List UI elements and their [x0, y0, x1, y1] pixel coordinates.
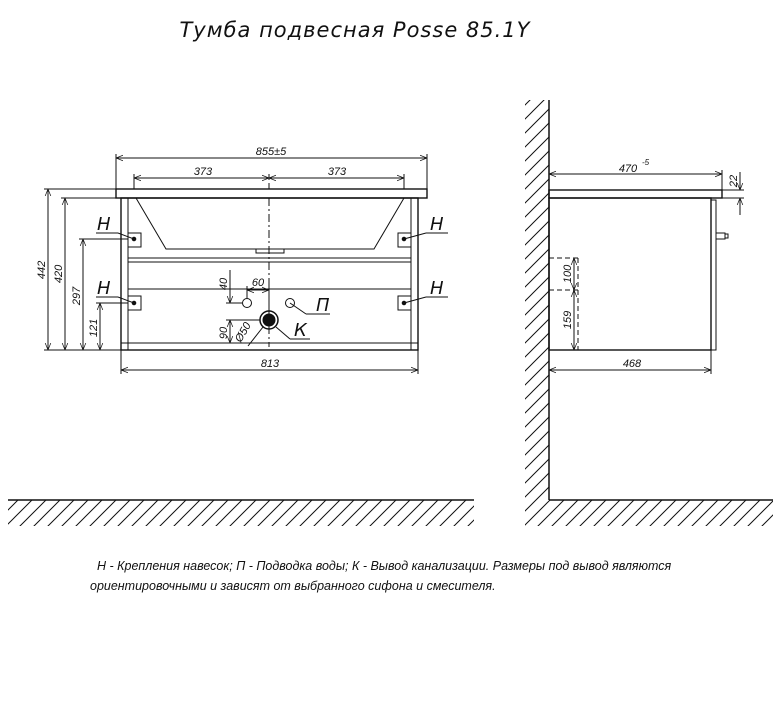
front-view — [44, 154, 448, 374]
label-k: К — [294, 320, 308, 341]
label-h-top-right: Н — [430, 214, 444, 235]
dim-height-total: 442 — [36, 261, 48, 279]
dim-height-297: 297 — [71, 286, 83, 306]
hanger-bracket-tr — [397, 232, 412, 248]
dim-159: 159 — [562, 311, 574, 329]
dim-pipe-40: 40 — [218, 277, 230, 290]
hanger-bracket-tl — [127, 232, 142, 248]
front-view-labels: 855±5 373 373 813 442 420 297 121 60 40 … — [36, 146, 444, 370]
dim-top-depth: 470 — [619, 163, 638, 175]
side-view-labels: 470 -5 22 100 159 468 — [562, 158, 740, 370]
basin-outline — [135, 197, 405, 250]
label-p: П — [316, 295, 330, 316]
floor-left — [8, 499, 474, 526]
water-inlet-left — [242, 298, 252, 308]
dim-height-body: 420 — [53, 264, 65, 283]
dim-height-121: 121 — [88, 319, 100, 337]
label-h-bottom-right: Н — [430, 278, 444, 299]
label-h-top-left: Н — [97, 214, 111, 235]
dim-overall-width: 855±5 — [256, 146, 287, 158]
countertop — [115, 188, 428, 199]
overflow-slot — [255, 248, 285, 254]
legend-note: Н - Крепления навесок; П - Подводка воды… — [90, 556, 750, 596]
legend-note-line-1: Н - Крепления навесок; П - Подводка воды… — [97, 559, 672, 573]
legend-note-line-2: ориентировочными и зависят от выбранного… — [90, 579, 496, 593]
side-handle — [715, 232, 726, 240]
label-h-bottom-left: Н — [97, 278, 111, 299]
hanger-bracket-br — [397, 295, 412, 311]
dim-pipe-90: 90 — [218, 326, 230, 339]
dim-100: 100 — [562, 264, 574, 283]
dim-half-left: 373 — [194, 166, 213, 178]
dim-body-width: 813 — [261, 358, 280, 370]
side-view — [525, 100, 773, 526]
dim-half-right: 373 — [328, 166, 347, 178]
dim-body-depth: 468 — [623, 358, 642, 370]
drawing-title: Тумба подвесная Posse 85.1Y — [179, 18, 531, 42]
dim-pipe-60: 60 — [252, 277, 265, 289]
water-inlet-right — [285, 298, 295, 308]
side-countertop — [548, 189, 723, 199]
dim-top-thickness: 22 — [728, 175, 740, 188]
dim-top-depth-tolerance: -5 — [642, 158, 650, 167]
